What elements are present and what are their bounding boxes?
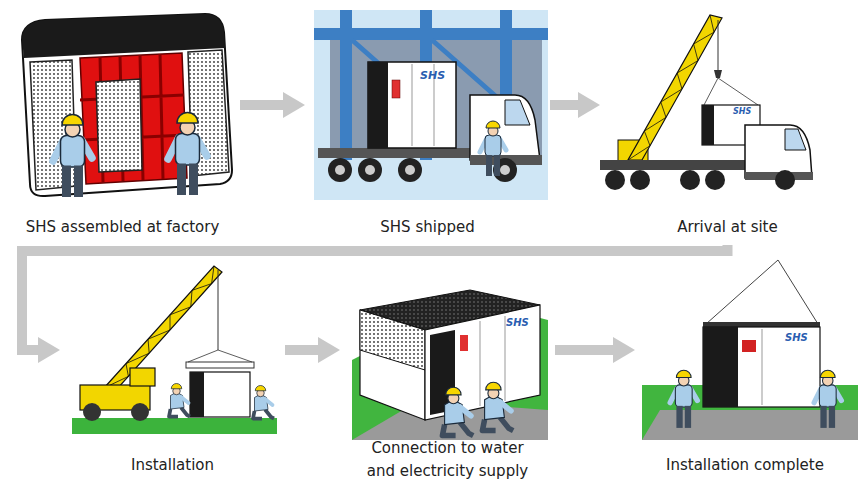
- truck-shipping-scene: [335, 165, 345, 175]
- crane-truck-arrival: [630, 170, 650, 190]
- truck-shipping-scene: [365, 165, 375, 175]
- step-caption: SHS shipped: [380, 216, 474, 239]
- utility-connection: [360, 310, 425, 420]
- logo-text: SHS: [733, 108, 751, 116]
- crane-installation: [72, 266, 277, 434]
- truck-shipping-scene: [318, 148, 478, 158]
- crane-truck-arrival: [718, 20, 719, 75]
- process-step: Installation complete: [635, 258, 855, 495]
- truck-shipping-scene: [328, 158, 352, 182]
- truck-shipping-scene: [368, 62, 388, 148]
- crane-installation: [104, 266, 214, 388]
- process-step: Installation: [60, 258, 285, 495]
- truck-shipping-scene: [412, 64, 434, 146]
- crane-truck-arrival: [704, 78, 758, 105]
- crane-installation: [253, 386, 274, 419]
- truck-shipping-scene: [505, 100, 530, 125]
- crane-truck-arrival: [628, 15, 714, 160]
- truck-shipping-scene: [405, 165, 415, 175]
- crane-installation: [83, 403, 101, 421]
- process-step: Arrival at site: [600, 5, 855, 245]
- housing-assembly: [80, 53, 187, 184]
- step-caption: Connection to water and electricity supp…: [360, 437, 535, 483]
- crane-truck-arrival: [705, 170, 725, 190]
- installed-unit: [670, 370, 697, 428]
- truck-shipping-scene: [392, 80, 400, 98]
- truck-shipping-scene: [314, 10, 548, 200]
- process-step: SHS assembled at factory: [5, 5, 240, 245]
- housing-assembly: [22, 14, 232, 197]
- utility-connection: [482, 382, 513, 430]
- flow-arrow: [555, 345, 613, 355]
- step-caption: Installation: [131, 454, 214, 477]
- installed-unit: [706, 260, 818, 324]
- crane-installation: [190, 372, 250, 417]
- housing-assembly: [22, 14, 232, 196]
- logo-text: SHS: [785, 333, 808, 343]
- process-step: Connection to water and electricity supp…: [340, 258, 555, 495]
- flow-arrow: [285, 345, 318, 355]
- crane-truck-arrival: [628, 15, 722, 160]
- step-caption: Installation complete: [666, 454, 824, 477]
- crane-installation: [131, 403, 149, 421]
- crane-truck-arrival: [714, 70, 722, 78]
- crane-installation: [188, 350, 252, 362]
- crane-truck-arrival: [600, 160, 750, 170]
- utility-connection: [460, 335, 468, 351]
- crane-installation: [169, 384, 190, 417]
- flow-arrow: [22, 245, 728, 350]
- crane-truck-arrival: [745, 125, 812, 178]
- housing-assembly: [53, 115, 92, 198]
- crane-installation: [186, 362, 254, 368]
- housing-assembly: [80, 54, 186, 182]
- installed-unit: [703, 327, 738, 407]
- truck-shipping-scene: [500, 165, 510, 175]
- installed-unit: [642, 260, 858, 440]
- logo-text: SHS: [420, 70, 445, 81]
- flow-arrow: [240, 100, 283, 110]
- housing-assembly: [96, 79, 142, 172]
- truck-shipping-scene: [398, 158, 422, 182]
- truck-shipping-scene: [368, 62, 456, 148]
- logo-text: SHS: [506, 318, 529, 328]
- installed-unit: [742, 340, 756, 352]
- utility-connection: [360, 310, 425, 370]
- step-caption: SHS assembled at factory: [26, 216, 220, 239]
- utility-connection: [352, 290, 548, 440]
- installed-unit: [814, 370, 841, 428]
- process-step: SHS shipped: [305, 5, 550, 245]
- crane-truck-arrival: [600, 15, 813, 190]
- truck-shipping-scene: [314, 10, 548, 200]
- truck-shipping-scene: [340, 10, 352, 160]
- truck-shipping-scene: [358, 158, 382, 182]
- installed-unit: [703, 327, 820, 407]
- flow-arrow: [550, 100, 578, 110]
- crane-truck-arrival: [785, 129, 806, 150]
- crane-truck-arrival: [775, 170, 795, 190]
- step-caption: Arrival at site: [677, 216, 777, 239]
- truck-shipping-scene: [480, 121, 506, 176]
- crane-installation: [190, 372, 204, 417]
- utility-connection: [442, 387, 473, 435]
- housing-assembly: [168, 113, 207, 196]
- crane-installation: [218, 270, 219, 350]
- crane-installation: [130, 368, 155, 386]
- crane-installation: [72, 418, 277, 434]
- utility-connection: [425, 305, 540, 420]
- crane-truck-arrival: [702, 105, 714, 145]
- crane-truck-arrival: [680, 170, 700, 190]
- crane-installation: [104, 266, 222, 388]
- installed-unit: [762, 329, 763, 405]
- crane-truck-arrival: [605, 170, 625, 190]
